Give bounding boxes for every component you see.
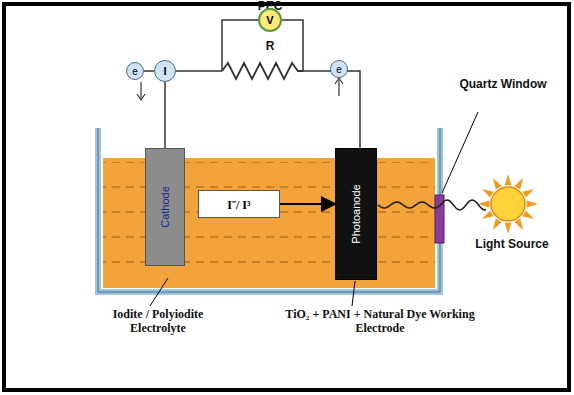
sun-ray	[527, 201, 538, 208]
electrode-label: TiO₂ + PANI + Natural Dye Working Electr…	[280, 308, 480, 336]
electron-circle: e	[126, 62, 144, 80]
beaker-edge	[98, 128, 440, 292]
sun-ray	[493, 218, 502, 229]
leader-line	[352, 281, 355, 306]
photoanode: Photoanode	[335, 148, 377, 280]
resistor-symbol	[222, 63, 303, 79]
electron-circle: e	[330, 60, 348, 78]
light-label: Light Source	[462, 238, 562, 252]
sun-ray	[514, 178, 523, 189]
sun-ray	[482, 189, 493, 198]
beaker-wall	[98, 128, 440, 292]
sun-ray	[505, 223, 512, 234]
leader-line	[442, 112, 478, 193]
node-text: I⁻/ I³	[227, 196, 250, 213]
wire	[164, 82, 166, 148]
ammeter: I	[154, 60, 176, 82]
sun-ray	[522, 210, 533, 219]
sun	[478, 174, 538, 234]
wire	[144, 70, 154, 72]
leader-line	[150, 278, 168, 306]
electron-arrow-head	[137, 94, 145, 100]
resistor-label: R	[252, 40, 288, 54]
sun-ray	[482, 210, 493, 219]
sun-ray	[493, 178, 502, 189]
frame	[4, 4, 569, 390]
node-text: e	[132, 66, 138, 77]
light-wave	[378, 200, 486, 210]
sun-ray	[505, 174, 512, 185]
node-text: I	[163, 65, 166, 77]
ion-box: I⁻/ I³	[198, 190, 280, 218]
electron-arrow	[338, 80, 339, 96]
electron-arrow-head	[335, 78, 343, 84]
wire	[176, 71, 360, 148]
voltmeter: V	[258, 8, 282, 32]
electron-arrow	[140, 82, 141, 98]
node-text: Photoanode	[350, 184, 362, 243]
node-text: Cathode	[159, 186, 171, 228]
node-text: V	[266, 14, 273, 26]
cathode: Cathode	[145, 148, 185, 266]
sun-ray	[522, 189, 533, 198]
node-text: e	[336, 64, 342, 75]
electrolyte-label: Iodite / Polyiodite Electrolyte	[88, 308, 228, 336]
sun-ray	[514, 218, 523, 229]
ion-flow-arrow	[280, 203, 335, 205]
window-label: Quartz Window	[448, 78, 558, 92]
